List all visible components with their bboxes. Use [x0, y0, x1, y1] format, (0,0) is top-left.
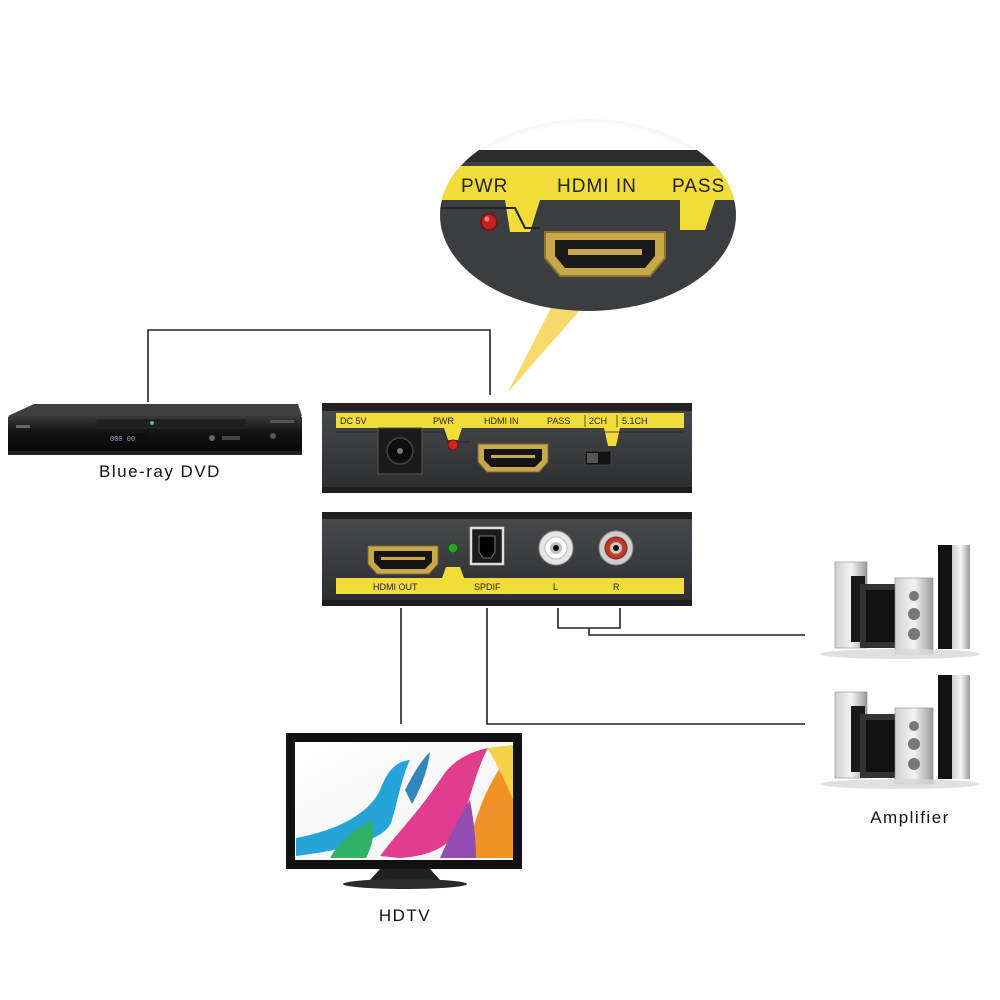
2ch-label: 2CH [589, 416, 607, 426]
zoom-hdmi-in-label: HDMI IN [557, 176, 637, 197]
zoom-pass-label: PASS [672, 176, 725, 197]
connection-lines [147, 329, 805, 725]
dvd-caption: Blue-ray DVD [99, 462, 221, 481]
pass-label: PASS [547, 416, 570, 426]
l-label: L [553, 582, 558, 592]
output-led-icon [447, 542, 459, 554]
dc-5v-label: DC 5V [340, 416, 367, 426]
rca-bracket-line [557, 608, 621, 629]
hdtv-caption: HDTV [378, 906, 432, 925]
rca-to-amplifier-line [588, 628, 805, 636]
spdif-to-amplifier-line [486, 608, 805, 725]
dvd-to-hdmi-in-line [147, 329, 491, 402]
zoom-pwr-led-icon [480, 213, 498, 231]
pwr-label: PWR [433, 416, 454, 426]
converter-front-panel: DC 5V PWR HDMI IN PASS 2CH 5.1CH [322, 403, 692, 493]
zoom-callout: PWR HDMI IN PASS [440, 119, 736, 392]
speaker-set-2ch [820, 545, 980, 659]
hdmi-in-label: HDMI IN [484, 416, 519, 426]
pwr-led-icon [447, 439, 459, 451]
hdmi-out-label: HDMI OUT [373, 582, 418, 592]
rca-right-jack-icon [598, 530, 634, 566]
zoom-pointer [508, 292, 596, 392]
svg-text:000 00: 000 00 [110, 436, 135, 444]
rca-left-jack-icon [538, 530, 574, 566]
amplifier-caption: Amplifier [870, 808, 950, 827]
dvd-player: 000 00 [8, 404, 302, 455]
spdif-label: SPDIF [474, 582, 501, 592]
hdtv [286, 733, 522, 889]
5-1ch-label: 5.1CH [622, 416, 648, 426]
zoom-pwr-label: PWR [461, 176, 508, 197]
r-label: R [613, 582, 620, 592]
tv-screen-art [296, 745, 513, 858]
speaker-set-5-1ch [820, 675, 980, 789]
converter-back-panel: HDMI OUT SPDIF L R [322, 512, 692, 606]
